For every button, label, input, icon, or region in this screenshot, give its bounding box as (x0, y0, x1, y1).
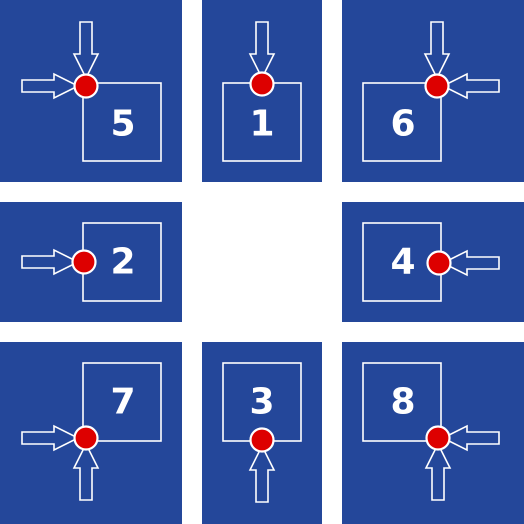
tile-number: 5 (110, 104, 135, 145)
anchor-point-icon (249, 427, 275, 453)
tile-6: 6 (342, 0, 524, 182)
tile-number: 1 (249, 104, 274, 145)
tile-number: 2 (110, 242, 135, 283)
anchor-point-icon (424, 73, 450, 99)
tile-number: 3 (249, 382, 274, 423)
anchor-box (362, 82, 442, 162)
anchor-point-icon (249, 71, 275, 97)
tile-number: 8 (390, 382, 415, 423)
tile-5: 5 (0, 0, 182, 182)
anchor-point-icon (71, 249, 97, 275)
anchor-box (82, 82, 162, 162)
anchor-point-icon (425, 425, 451, 451)
anchor-point-icon (73, 425, 99, 451)
anchor-box (82, 362, 162, 442)
tile-number: 6 (390, 104, 415, 145)
anchor-box (362, 362, 442, 442)
tile-number: 4 (390, 242, 415, 283)
tile-1: 1 (202, 0, 322, 182)
tile-3: 3 (202, 342, 322, 524)
tile-2: 2 (0, 202, 182, 322)
anchor-point-icon (426, 250, 452, 276)
tile-7: 7 (0, 342, 182, 524)
anchor-point-icon (73, 73, 99, 99)
tile-4: 4 (342, 202, 524, 322)
tile-8: 8 (342, 342, 524, 524)
tile-number: 7 (110, 382, 135, 423)
